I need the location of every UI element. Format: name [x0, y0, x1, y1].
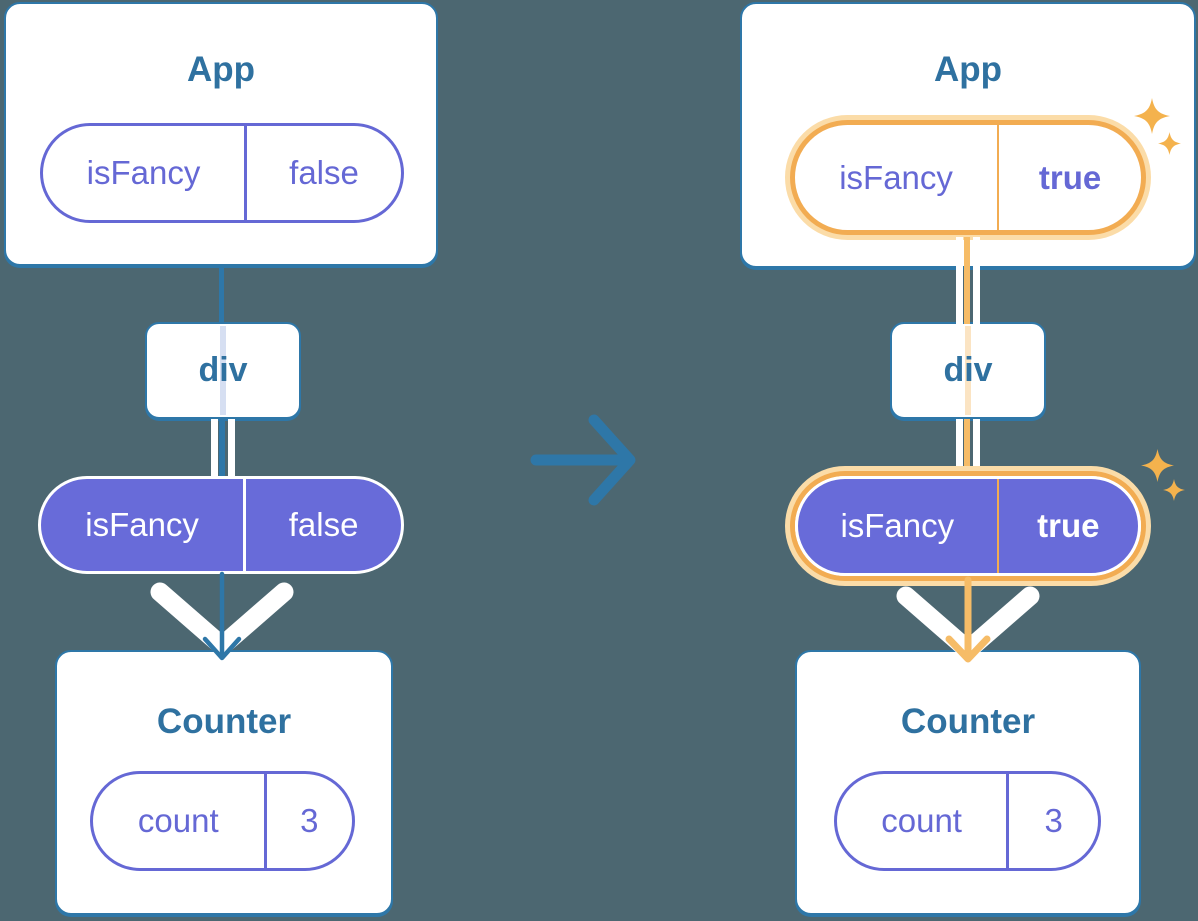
sparkle-icon — [1158, 132, 1181, 155]
counter-card-after: Counter count 3 — [795, 650, 1141, 915]
counter-state-pill-after: count 3 — [834, 771, 1101, 871]
pill-label: count — [93, 774, 267, 868]
app-title: App — [186, 50, 256, 89]
pill-label: isFancy — [41, 479, 247, 571]
pill-value: false — [289, 154, 359, 191]
pill-value: 3 — [1044, 802, 1063, 839]
prop-pass-stripe — [220, 326, 226, 415]
edge-div-to-pill — [211, 419, 235, 480]
blue-down-arrow-icon — [202, 571, 242, 661]
div-label: div — [198, 351, 248, 389]
prop-pill-before: isFancy false — [38, 476, 404, 574]
edge-div-to-pill-highlighted — [956, 419, 980, 478]
pill-value: 3 — [300, 802, 319, 839]
pill-value: false — [288, 506, 359, 543]
orange-down-arrow-icon — [945, 576, 991, 663]
pill-label: isFancy — [798, 479, 999, 573]
pill-label: isFancy — [795, 125, 1000, 230]
pill-value: true — [1038, 158, 1102, 196]
sparkle-icon — [1163, 479, 1185, 501]
app-prop-pill-after-highlighted: isFancy true — [790, 120, 1146, 235]
counter-title: Counter — [900, 702, 1036, 741]
pill-label: isFancy — [43, 126, 248, 220]
counter-state-pill-before: count 3 — [90, 771, 355, 871]
prop-pass-stripe — [965, 326, 971, 415]
pill-label: count — [837, 774, 1010, 868]
counter-card-before: Counter count 3 — [55, 650, 393, 915]
sparkle-icon — [1141, 449, 1174, 482]
counter-title: Counter — [156, 702, 292, 741]
div-node-after: div — [890, 322, 1046, 419]
div-node-before: div — [145, 322, 301, 419]
edge-app-to-div — [219, 266, 224, 324]
div-label: div — [943, 351, 993, 389]
right-arrow-icon — [530, 414, 636, 506]
sparkle-icon — [1134, 98, 1170, 134]
pill-value: true — [1037, 507, 1100, 544]
edge-app-to-div-highlighted — [956, 237, 980, 324]
app-title: App — [933, 50, 1003, 89]
prop-pill-after-highlighted: isFancy true — [790, 471, 1146, 581]
app-prop-pill-before: isFancy false — [40, 123, 404, 223]
